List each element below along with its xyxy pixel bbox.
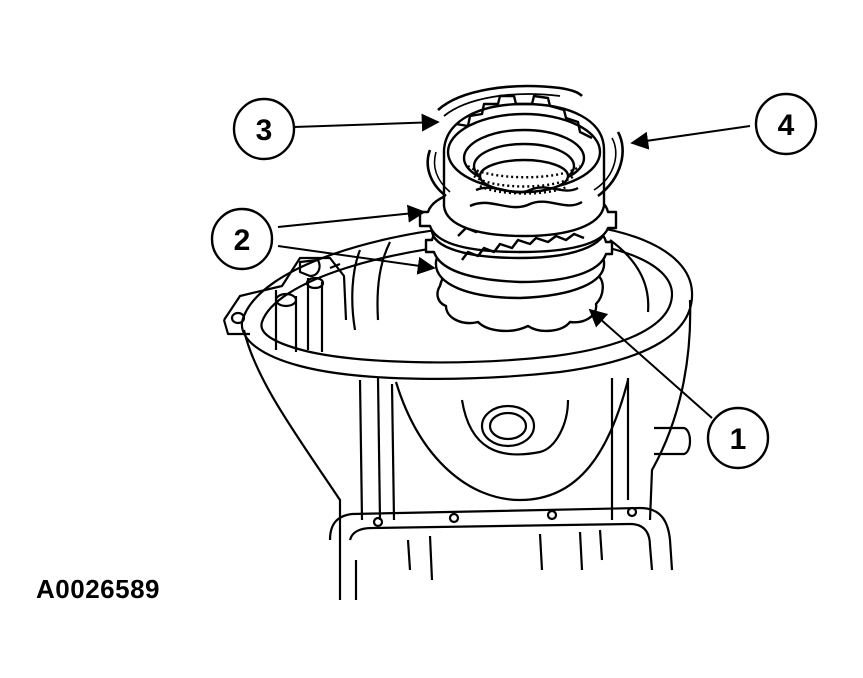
callout-1-label: 1 [730, 423, 747, 456]
callout-leaders [277, 113, 751, 419]
figure-id: A0026589 [36, 574, 160, 604]
callout-1: 1 [706, 406, 770, 470]
callout-4-label: 4 [778, 109, 795, 142]
leader-1 [588, 308, 713, 419]
clutch-pack [418, 84, 624, 333]
leader-3 [293, 113, 440, 132]
leader-2b [277, 245, 436, 275]
callout-2-label: 2 [234, 224, 251, 257]
callout-3: 3 [232, 97, 296, 161]
leader-4 [630, 125, 751, 150]
leader-2a [277, 204, 426, 228]
callout-4: 4 [754, 92, 818, 156]
callout-3-label: 3 [256, 114, 273, 147]
callout-2: 2 [210, 207, 274, 271]
